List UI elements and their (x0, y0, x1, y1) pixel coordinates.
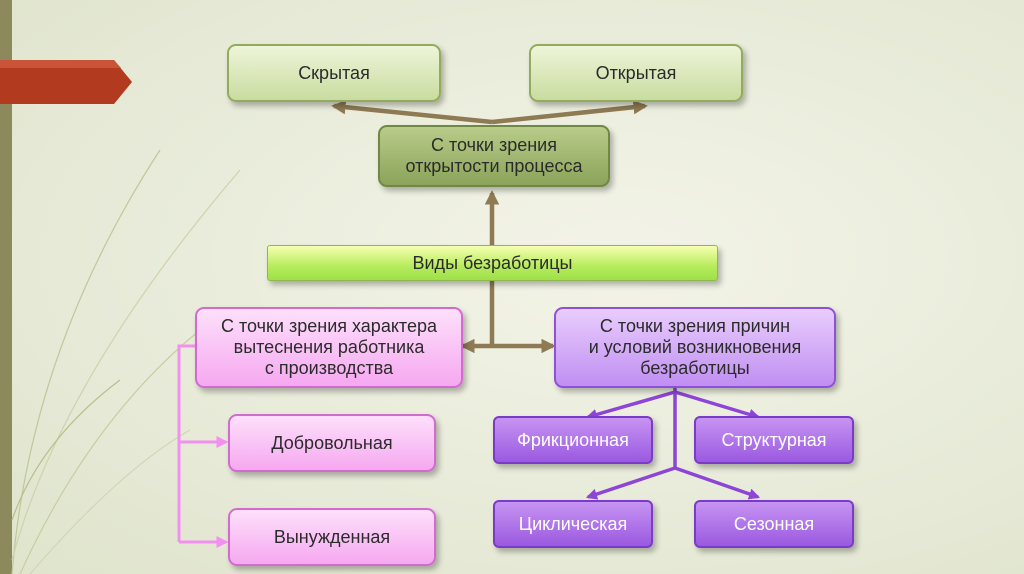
pink-bracket (179, 346, 196, 542)
node-seasonal: Сезонная (694, 500, 854, 548)
node-structural: Структурная (694, 416, 854, 464)
arrow-to-cyclical (588, 468, 675, 497)
arrow-to-hidden (334, 106, 492, 122)
node-open: Открытая (529, 44, 743, 102)
node-frictional: Фрикционная (493, 416, 653, 464)
node-voluntary: Добровольная (228, 414, 436, 472)
node-causes: С точки зрения причин и условий возникно… (554, 307, 836, 388)
node-displacement: С точки зрения характера вытеснения рабо… (195, 307, 463, 388)
arrow-to-open (492, 106, 645, 122)
node-openness: С точки зрения открытости процесса (378, 125, 610, 187)
arrow-to-seasonal (675, 468, 758, 497)
node-cyclical: Циклическая (493, 500, 653, 548)
arrow-to-frictional (588, 392, 675, 417)
arrow-to-structural (675, 392, 758, 417)
node-root: Виды безработицы (267, 245, 718, 281)
node-forced: Вынужденная (228, 508, 436, 566)
node-hidden: Скрытая (227, 44, 441, 102)
